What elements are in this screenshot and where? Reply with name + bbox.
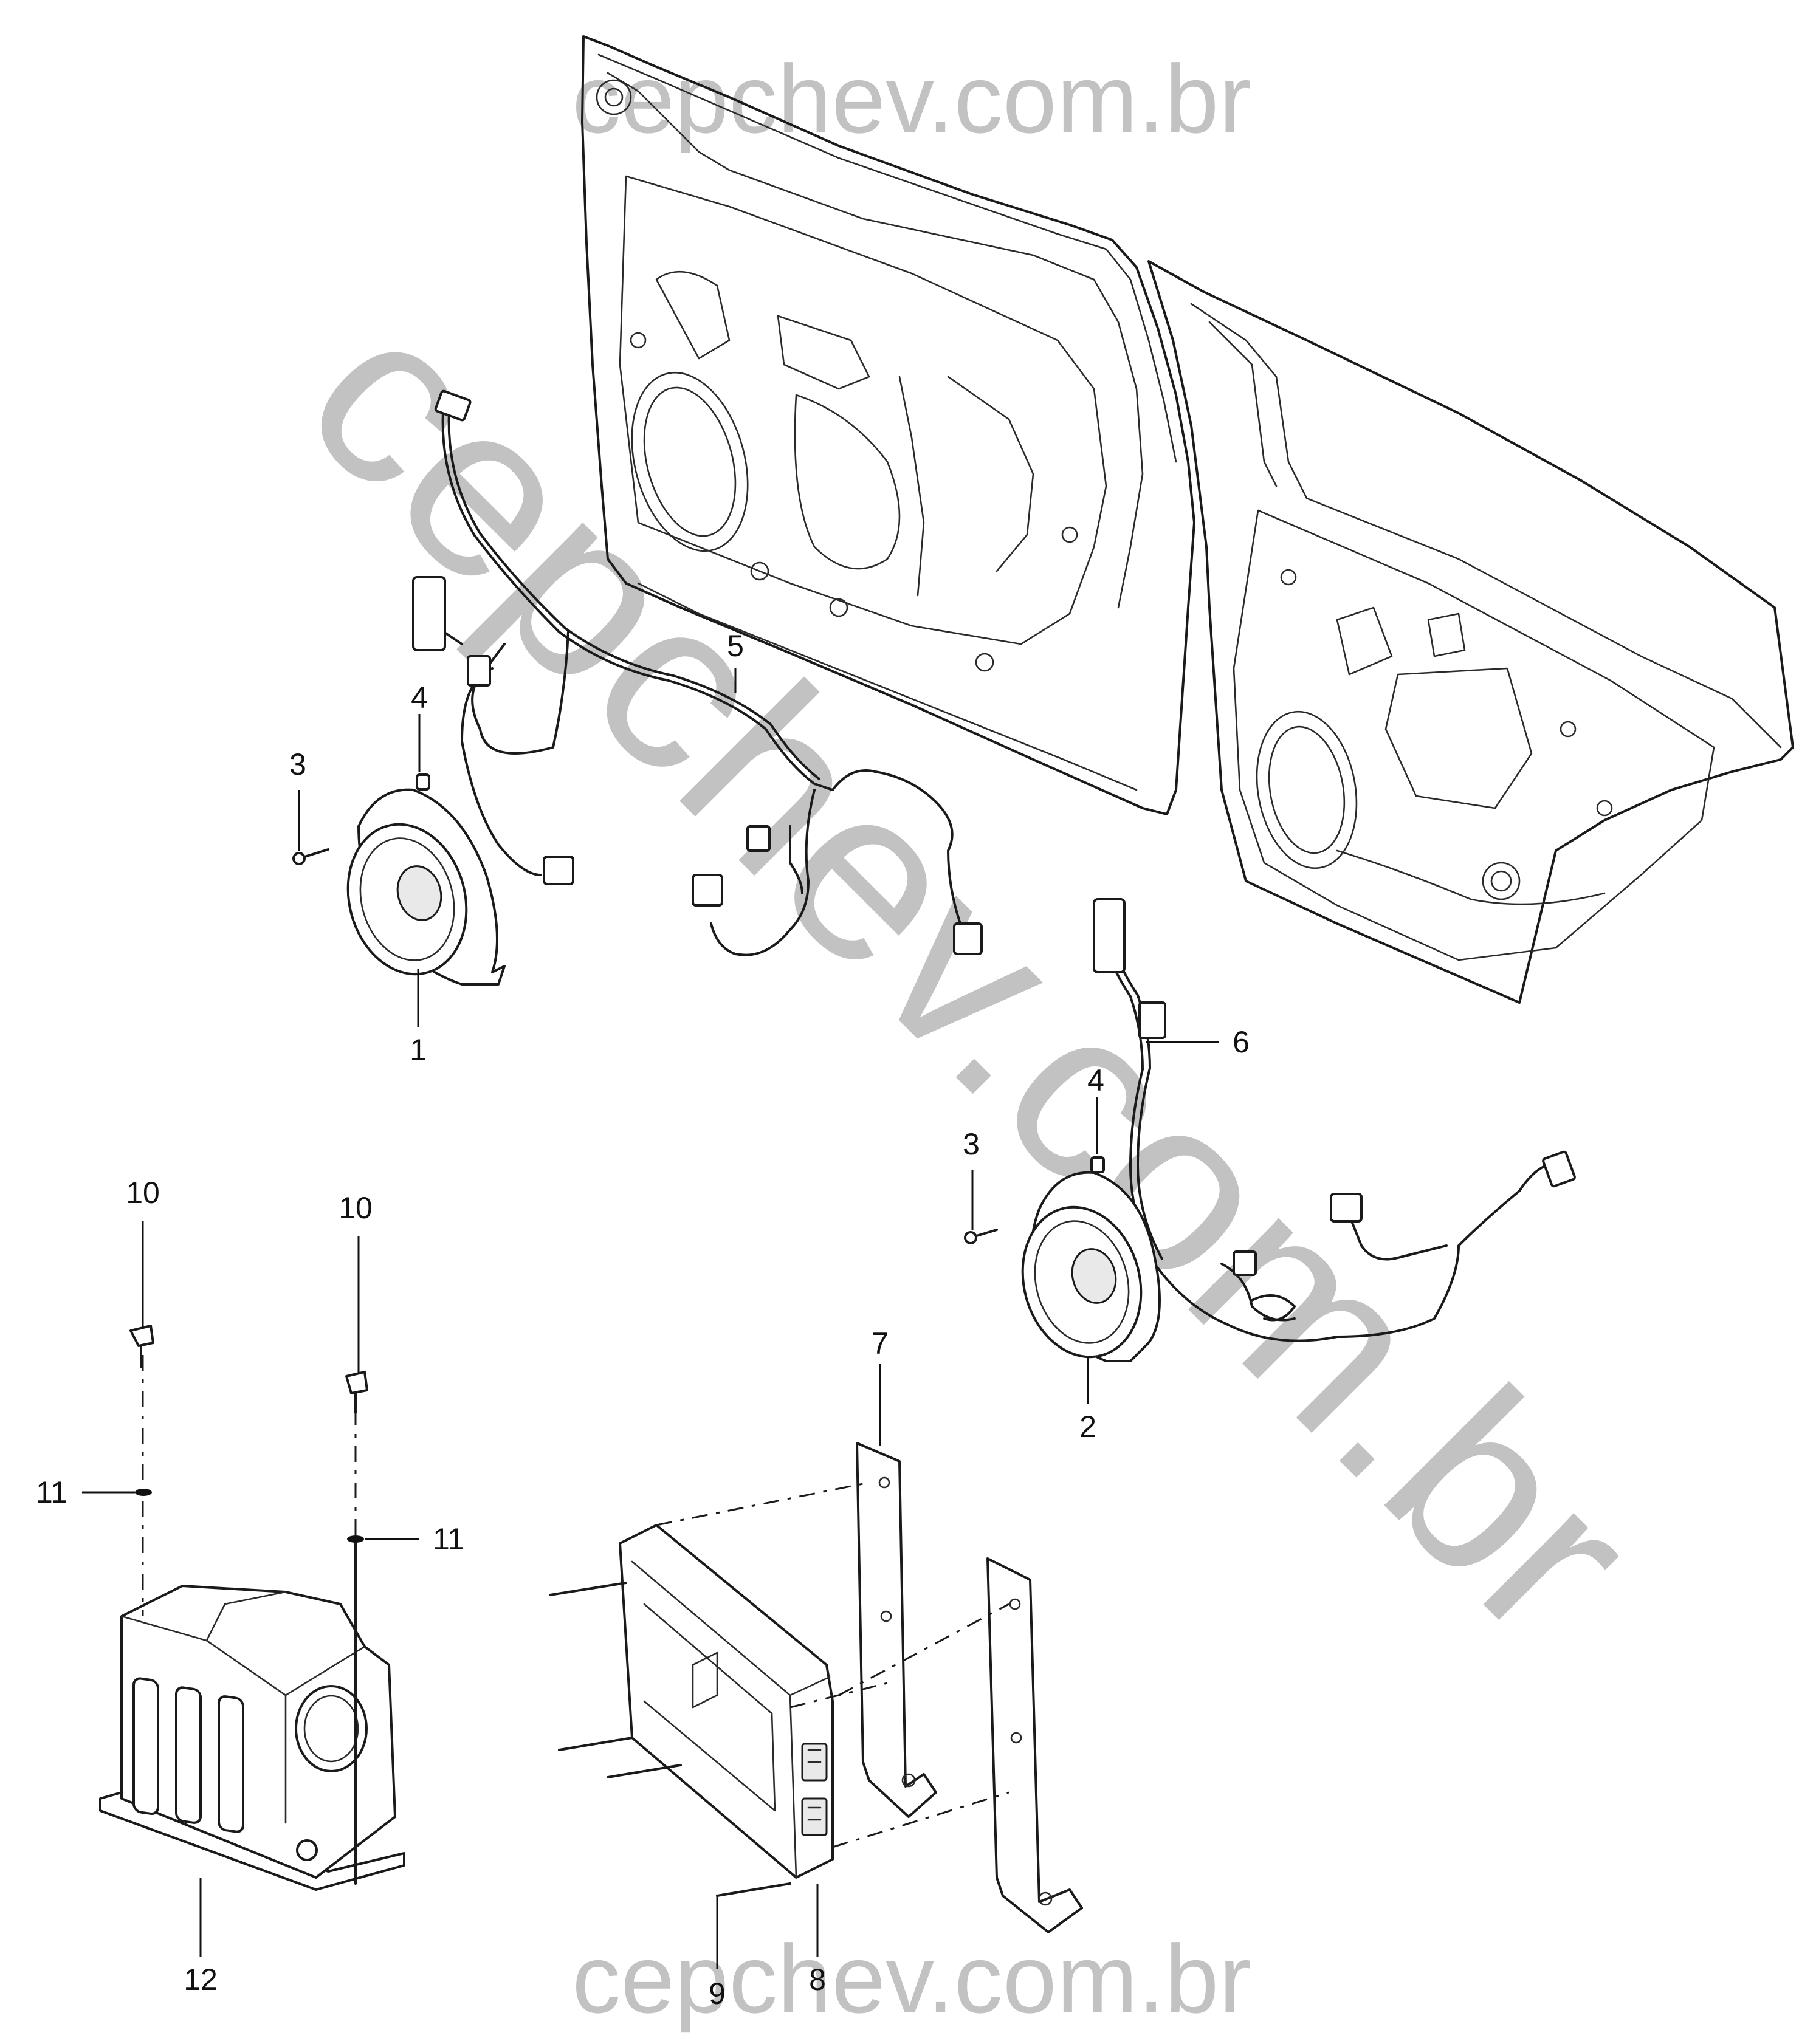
- callout-10-right: 10: [339, 1191, 373, 1225]
- callout-3-rear: 3: [963, 1127, 980, 1161]
- watermark-bottom: cepchev.com.br: [572, 1924, 1251, 2033]
- subwoofer-mount-parts: [129, 1325, 368, 1616]
- front-harness: [412, 389, 983, 956]
- callout-8: 8: [809, 1963, 826, 1997]
- callout-7: 7: [872, 1326, 889, 1360]
- rear-door-panel: [1147, 260, 1794, 1004]
- subwoofer-enclosure: [99, 1542, 405, 1891]
- front-door-panel: [581, 35, 1195, 815]
- front-speaker: [346, 788, 506, 986]
- rear-clip: [1090, 1156, 1105, 1173]
- watermark-group: cepchev.com.br cepchev.com.br cepchev.co…: [256, 44, 1685, 2033]
- rear-speaker: [1021, 1171, 1161, 1362]
- watermark-top: cepchev.com.br: [572, 44, 1251, 153]
- callout-labels: 1 2 3 3 4 4 5 6 7 8 9 10 10 11 11 12: [36, 629, 1250, 2011]
- callout-5: 5: [727, 629, 744, 663]
- front-screw: [292, 848, 329, 865]
- rear-harness: [1093, 898, 1576, 1342]
- callout-12: 12: [184, 1963, 218, 1997]
- amplifier-bracket-right: [986, 1557, 1083, 1933]
- amplifier-bolts: [549, 1481, 1009, 1897]
- callout-6: 6: [1233, 1025, 1250, 1059]
- rear-screw: [964, 1229, 998, 1244]
- callout-4-rear: 4: [1087, 1063, 1104, 1097]
- callout-9: 9: [709, 1977, 726, 2011]
- amplifier-bracket-left: [856, 1442, 937, 1818]
- callout-1: 1: [410, 1033, 427, 1067]
- leader-lines: [82, 668, 1219, 1969]
- callout-11-right: 11: [433, 1522, 464, 1556]
- front-clip: [416, 773, 430, 791]
- amplifier: [619, 1524, 834, 1879]
- callout-4-front: 4: [411, 681, 428, 715]
- callout-3-front: 3: [289, 747, 306, 781]
- callout-2: 2: [1079, 1410, 1096, 1444]
- callout-10-left: 10: [126, 1176, 160, 1210]
- callout-11-left: 11: [36, 1475, 67, 1509]
